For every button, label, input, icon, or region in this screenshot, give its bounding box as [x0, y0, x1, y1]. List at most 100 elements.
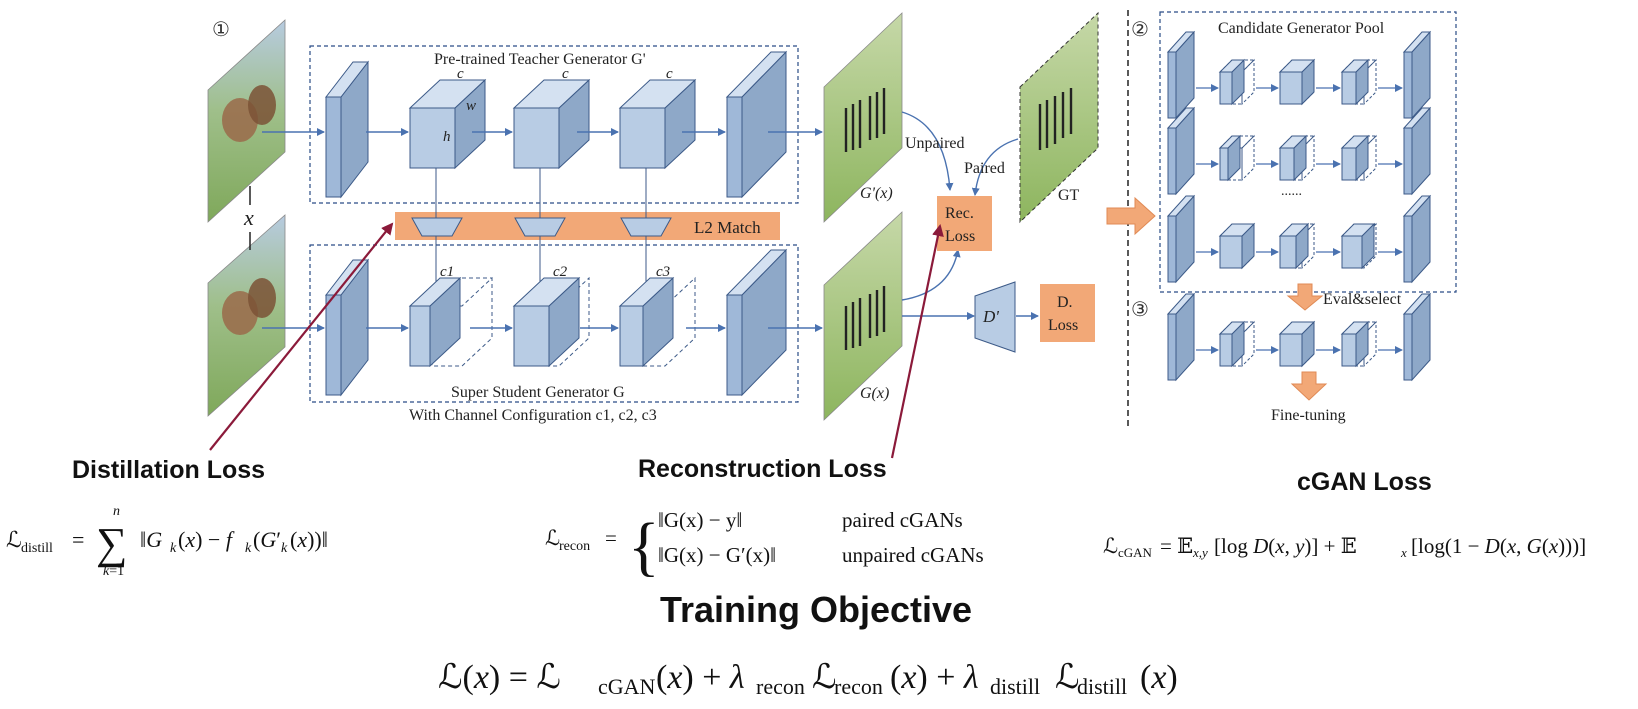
- distillation-heading: Distillation Loss: [72, 456, 265, 484]
- pool-slab: [1167, 127, 1177, 195]
- l2-match-bar: [395, 212, 780, 240]
- teacher-output-image: [823, 12, 903, 223]
- student-title: Super Student Generator G: [451, 384, 625, 401]
- svg-text:ℒ: ℒ: [812, 659, 837, 696]
- pool-cube: [1341, 235, 1363, 269]
- pool-cube-top: [1218, 321, 1246, 335]
- student-cube-1: [408, 276, 493, 368]
- rec-loss-line1: Rec.: [945, 205, 974, 222]
- discriminator-label: D': [982, 307, 999, 326]
- pool-slab: [1167, 51, 1177, 119]
- step-1-marker: ①: [212, 19, 230, 41]
- unpaired-label: Unpaired: [905, 135, 965, 152]
- eval-select-arrow: [1286, 283, 1324, 311]
- candidate-pool-rows: [1166, 30, 1432, 284]
- rec-loss-box: [937, 196, 992, 251]
- pool-cube-top: [1278, 223, 1310, 237]
- svg-text:{: {: [628, 510, 660, 583]
- pool-slab: [1167, 215, 1177, 283]
- student-c2-label: c2: [553, 264, 568, 280]
- pool-cube-top: [1340, 59, 1370, 73]
- reconstruction-heading: Reconstruction Loss: [638, 455, 887, 483]
- svg-text:(x) − f: (x) − f: [178, 527, 235, 552]
- pool-cube-top: [1340, 321, 1370, 335]
- pool-cube-top: [1218, 223, 1256, 237]
- svg-text:k: k: [170, 541, 177, 556]
- student-subtitle: With Channel Configuration c1, c2, c3: [409, 407, 657, 424]
- svg-text:ℒ: ℒ: [6, 527, 22, 552]
- pool-cube-top: [1340, 223, 1376, 237]
- svg-text:n: n: [113, 504, 120, 519]
- pool-cube: [1219, 71, 1233, 105]
- distillation-pointer: [209, 222, 394, 451]
- teacher-dim-c-3: c: [666, 66, 673, 82]
- candidate-pool-title: Candidate Generator Pool: [1218, 20, 1385, 37]
- match-trapezoid-3: [620, 217, 672, 237]
- pool-cube: [1219, 235, 1243, 269]
- teacher-cube-3: [618, 78, 697, 170]
- svg-text:cGAN: cGAN: [1118, 545, 1153, 560]
- recon-paired-term: ‖G(x) − y‖: [658, 508, 742, 532]
- step-3-marker: ③: [1131, 299, 1149, 321]
- l2-match-label: L2 Match: [694, 218, 761, 237]
- pool-entry-arrow: [1106, 196, 1156, 236]
- recon-unpaired-label: unpaired cGANs: [842, 543, 984, 567]
- svg-text:recon: recon: [559, 539, 590, 554]
- pool-cube: [1341, 147, 1357, 181]
- teacher-title: Pre-trained Teacher Generator G': [434, 51, 646, 68]
- svg-text:(x) + λ: (x) + λ: [890, 659, 979, 696]
- student-cube-3: [618, 276, 696, 368]
- pool-cube-top: [1340, 135, 1370, 149]
- svg-text:distill: distill: [990, 674, 1040, 699]
- svg-text:=: =: [72, 527, 84, 552]
- svg-text:k: k: [281, 541, 288, 556]
- pool-cube: [1341, 71, 1357, 105]
- training-heading: Training Objective: [660, 589, 972, 630]
- match-trapezoid-2: [514, 217, 566, 237]
- svg-text:(x): (x): [1140, 659, 1178, 696]
- teacher-input-slab: [324, 60, 370, 199]
- pool-slab-top: [1402, 107, 1432, 129]
- paired-label: Paired: [964, 160, 1005, 177]
- pool-cube: [1219, 333, 1233, 367]
- pool-cube-outline-side: [1241, 134, 1255, 182]
- pool-slab-top: [1166, 293, 1196, 315]
- svg-text:ℒ(x) = ℒ: ℒ(x) = ℒ: [438, 659, 561, 696]
- pool-slab-top: [1402, 195, 1432, 217]
- selected-generator-row: [1166, 292, 1432, 382]
- svg-text:distill: distill: [1077, 674, 1127, 699]
- svg-text:distill: distill: [21, 541, 53, 556]
- svg-text:(x))‖: (x))‖: [290, 527, 328, 552]
- d-loss-line2: Loss: [1048, 317, 1078, 334]
- training-equation: ℒ(x) = ℒ cGAN (x) + λ recon ℒ recon (x) …: [438, 659, 1178, 699]
- svg-text:‖G: ‖G: [140, 527, 162, 552]
- pool-slab: [1403, 313, 1413, 381]
- pool-slab: [1403, 51, 1413, 119]
- svg-text:cGAN: cGAN: [598, 674, 656, 699]
- distill-equation: ℒ distill = ∑ n k=1 ‖G k (x) − f k (G′ k…: [6, 504, 328, 579]
- svg-text:ℒ: ℒ: [1055, 659, 1080, 696]
- teacher-cube-2: [512, 78, 591, 170]
- svg-text:x: x: [1400, 545, 1407, 560]
- input-image-teacher: [207, 19, 286, 223]
- cgan-equation: ℒ cGAN = 𝔼 x,y [log D(x, y)] + 𝔼 x [log(…: [1103, 534, 1586, 560]
- svg-text:= 𝔼: = 𝔼: [1160, 534, 1193, 558]
- pool-cube: [1341, 333, 1357, 367]
- eval-select-label: Eval&select: [1323, 291, 1402, 308]
- d-loss-line1: D.: [1057, 294, 1073, 311]
- svg-text:(x) + λ: (x) + λ: [656, 659, 745, 696]
- svg-text:ℒ: ℒ: [1103, 534, 1118, 558]
- teacher-dim-c-1: c: [457, 66, 464, 82]
- match-trapezoid-1: [411, 217, 463, 237]
- gt-label: GT: [1058, 187, 1080, 204]
- svg-text:k=1: k=1: [103, 564, 124, 579]
- svg-text:[log(1 − D(x, G(x)))]: [log(1 − D(x, G(x)))]: [1411, 534, 1586, 558]
- student-cube-2: [512, 276, 590, 368]
- input-image-student: [207, 214, 286, 417]
- student-input-slab: [324, 258, 370, 397]
- pool-slab: [1167, 313, 1177, 381]
- fine-tuning-arrow: [1290, 371, 1328, 401]
- recon-paired-label: paired cGANs: [842, 508, 963, 532]
- pool-cube: [1279, 235, 1297, 269]
